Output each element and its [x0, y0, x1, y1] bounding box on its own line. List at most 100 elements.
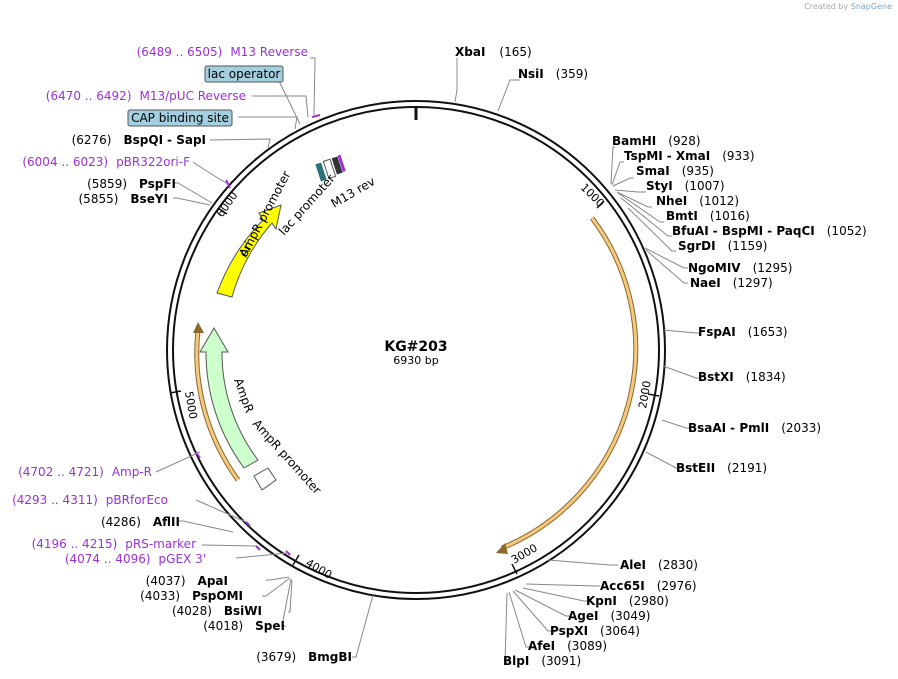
orf-arc-left — [195, 329, 240, 481]
enzyme-fspai[interactable]: FspAI (1653) — [698, 325, 788, 339]
enzyme-ngomiv-name: NgoMIV — [688, 261, 741, 275]
enzyme-smai[interactable]: SmaI (935) — [636, 164, 714, 178]
primer-prs-marker: (4196 .. 4215)pRS-marker — [32, 537, 196, 551]
primer-m13-reverse-range: (6489 .. 6505) — [137, 45, 223, 59]
enzyme-bspmi-name: BspMI — [722, 224, 763, 238]
enzyme-bmti[interactable]: BmtI(1016) — [666, 209, 750, 223]
enzyme-pspomi[interactable]: (4033)PspOMI — [140, 589, 243, 603]
primer-pbrforeco: (4293 .. 4311) pBRforEco — [12, 493, 168, 507]
ampr-feature[interactable] — [199, 327, 259, 469]
enzyme-naei[interactable]: NaeI(1297) — [690, 276, 773, 290]
tick-5000: 5000 — [182, 390, 200, 420]
enzyme-fspai-pos: (1653) — [748, 325, 788, 339]
lac-promoter-feature[interactable] — [322, 158, 337, 180]
enzyme-bsteii-pos: (2191) — [727, 461, 767, 475]
primer-m13puc-range: (6470 .. 6492) — [46, 89, 132, 103]
enzyme-apai-pos: (4037) — [146, 574, 186, 588]
enzyme-bspqi-name: BspQI — [123, 133, 163, 147]
enzyme-nsii-pos: (359) — [556, 67, 588, 81]
enzyme-bmgbi-name: BmgBI — [308, 650, 352, 664]
enzyme-bamhi-pos: (928) — [668, 134, 700, 148]
enzyme-acc65i-name: Acc65I — [600, 579, 645, 593]
enzyme-apai[interactable]: (4037) ApaI — [146, 574, 228, 588]
cap-binding-box[interactable] — [127, 109, 233, 127]
lac-operator-box[interactable] — [204, 65, 284, 83]
enzyme-connectors — [155, 57, 700, 663]
enzyme-bsiwi[interactable]: (4028)BsiWI — [172, 604, 262, 618]
enzyme-sapi-name: SapI — [176, 133, 206, 147]
enzyme-bsiwi-name: BsiWI — [224, 604, 262, 618]
enzyme-sgrdi[interactable]: SgrDI(1159) — [678, 239, 767, 253]
enzyme-ngomiv[interactable]: NgoMIV (1295) — [688, 261, 792, 275]
ori-feature[interactable] — [216, 204, 282, 298]
enzyme-fspai-name: FspAI — [698, 325, 736, 339]
cap-binding-label: CAP binding site — [131, 111, 229, 125]
enzyme-spei-name: SpeI — [255, 619, 285, 633]
enzyme-bspqi-pos: (6276) — [72, 133, 112, 147]
enzyme-agei-name: AgeI — [568, 609, 598, 623]
enzyme-afei[interactable]: AfeI(3089) — [528, 639, 607, 653]
enzyme-pspxi[interactable]: PspXI(3064) — [550, 624, 640, 638]
enzyme-bseyi-pos: (5855) — [79, 192, 119, 206]
enzyme-spei-pos: (4018) — [203, 619, 243, 633]
enzyme-styi-name: StyI — [646, 179, 673, 193]
enzyme-aflii[interactable]: (4286) AflII — [101, 515, 180, 529]
m13-rev-feature[interactable] — [337, 154, 346, 172]
enzyme-sgrdi-pos: (1159) — [728, 239, 768, 253]
enzyme-alei-name: AleI — [620, 558, 646, 572]
cap-site-feature[interactable] — [315, 162, 327, 182]
enzyme-aflii-pos: (4286) — [101, 515, 141, 529]
enzyme-nsii-name: NsiI — [518, 67, 544, 81]
enzyme-bspqi-sapi[interactable]: (6276)BspQI- SapI — [72, 133, 206, 147]
enzyme-naei-pos: (1297) — [733, 276, 773, 290]
primer-pbrforeco-name: pBRforEco — [106, 493, 168, 507]
enzyme-kpni-pos: (2980) — [629, 594, 669, 608]
enzyme-alei[interactable]: AleI(2830) — [620, 558, 698, 572]
enzyme-styi-pos: (1007) — [685, 179, 725, 193]
enzyme-bamhi[interactable]: BamHI (928) — [612, 134, 701, 148]
plasmid-size: 6930 bp — [393, 354, 438, 367]
enzyme-bmgbi[interactable]: (3679)BmgBI — [256, 650, 352, 664]
enzyme-bstxi[interactable]: BstXI(1834) — [698, 370, 786, 384]
enzyme-apai-name: ApaI — [198, 574, 228, 588]
enzyme-tspmi-pos: (933) — [722, 149, 754, 163]
enzyme-nhei-pos: (1012) — [699, 194, 739, 208]
enzyme-aflii-name: AflII — [153, 515, 180, 529]
lac-operator-feature[interactable] — [331, 156, 343, 175]
ampr-promoter-feature[interactable] — [253, 467, 277, 491]
enzyme-xbai[interactable]: XbaI(165) — [455, 45, 532, 59]
enzyme-pspxi-pos: (3064) — [600, 624, 640, 638]
enzyme-tspmi-xmai[interactable]: TspMI- XmaI(933) — [624, 149, 755, 163]
enzyme-bmti-pos: (1016) — [710, 209, 750, 223]
enzyme-blpi[interactable]: BlpI(3091) — [503, 654, 581, 668]
primer-pbrforeco-range: (4293 .. 4311) — [12, 493, 98, 507]
lac-operator-label: lac operator — [208, 67, 281, 81]
enzyme-smai-name: SmaI — [636, 164, 670, 178]
enzyme-bsteii[interactable]: BstEII(2191) — [676, 461, 767, 475]
enzyme-pspfi[interactable]: (5859)PspFI — [87, 177, 176, 191]
enzyme-ngomiv-pos: (1295) — [753, 261, 793, 275]
enzyme-bfuai-name: BfuAI — [672, 224, 709, 238]
enzyme-styi[interactable]: StyI (1007) — [646, 179, 725, 193]
enzyme-agei[interactable]: AgeI(3049) — [568, 609, 650, 623]
enzyme-acc65i[interactable]: Acc65I(2976) — [600, 579, 697, 593]
enzyme-bsaai-pmli[interactable]: BsaAI- PmlI(2033) — [688, 421, 821, 435]
snapgene-logo: SnapGene — [850, 2, 892, 11]
enzyme-spei[interactable]: (4018) SpeI — [203, 619, 285, 633]
enzyme-paqci-name: PaqCI — [776, 224, 814, 238]
tick-4000: 4000 — [304, 556, 335, 581]
primer-pbr322-name: pBR322ori-F — [116, 155, 190, 169]
enzyme-nsii[interactable]: NsiI (359) — [518, 67, 588, 81]
ori-label-text: ori — [236, 239, 256, 259]
primer-pgex-range: (4074 .. 4096) — [65, 552, 151, 566]
enzyme-tspmi-name: TspMI — [624, 149, 663, 163]
enzyme-bfuai-group[interactable]: BfuAI- BspMI- PaqCI(1052) — [672, 224, 867, 238]
enzyme-bseyi[interactable]: (5855)BseYI — [79, 192, 169, 206]
ampr-label: AmpR — [231, 376, 256, 414]
enzyme-smai-pos: (935) — [682, 164, 714, 178]
enzyme-bamhi-name: BamHI — [612, 134, 656, 148]
enzyme-bsaai-name: BsaAI — [688, 421, 726, 435]
primer-pgex-name: pGEX 3' — [159, 552, 206, 566]
enzyme-nhei[interactable]: NheI(1012) — [656, 194, 739, 208]
enzyme-kpni[interactable]: KpnI(2980) — [586, 594, 669, 608]
